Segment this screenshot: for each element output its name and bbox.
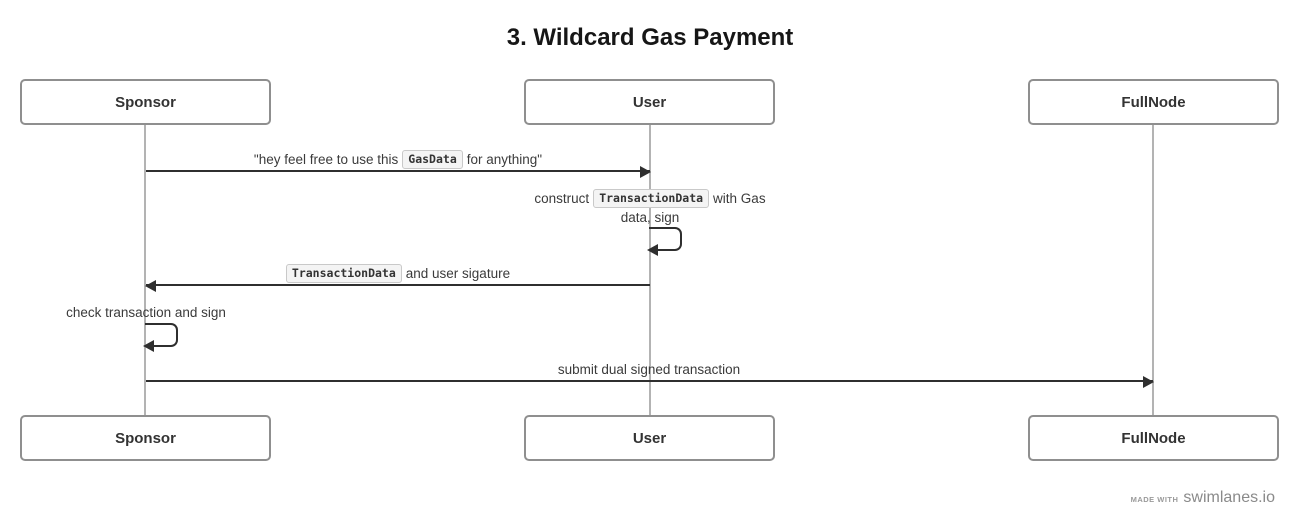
self-loop-sponsor xyxy=(143,323,178,352)
message-text: with Gas xyxy=(713,191,766,206)
message-label-submit-transaction: submit dual signed transaction xyxy=(449,360,849,379)
self-loop-user xyxy=(647,227,682,256)
made-with-label: MADE WITH xyxy=(1130,495,1179,504)
message-label-check-transaction: check transaction and sign xyxy=(16,303,276,322)
actor-box-user-bottom: User xyxy=(524,415,775,461)
swimlanes-brand: swimlanes.io xyxy=(1183,489,1275,506)
arrow-sponsor-to-fullnode xyxy=(146,376,1154,388)
actor-label-user: User xyxy=(632,429,667,447)
lifeline-user xyxy=(649,125,651,415)
code-chip-gasdata: GasData xyxy=(402,150,463,169)
lifeline-sponsor xyxy=(144,125,146,415)
arrowhead-left-icon xyxy=(647,244,658,256)
arrowhead-left-icon xyxy=(143,340,154,352)
message-text: submit dual signed transaction xyxy=(557,362,741,377)
arrow-user-to-sponsor xyxy=(145,280,650,292)
message-text: construct xyxy=(534,191,590,206)
actor-label-sponsor: Sponsor xyxy=(115,429,176,447)
watermark: MADE WITH swimlanes.io xyxy=(1131,489,1275,507)
actor-label-user: User xyxy=(632,93,667,111)
diagram-title: 3. Wildcard Gas Payment xyxy=(506,24,794,51)
arrowhead-right-icon xyxy=(640,166,651,178)
actor-box-fullnode-bottom: FullNode xyxy=(1028,415,1279,461)
message-text: for anything" xyxy=(466,152,543,167)
message-text: check transaction and sign xyxy=(66,305,226,320)
message-text: data, sign xyxy=(620,210,680,225)
actor-label-fullnode: FullNode xyxy=(1121,93,1186,111)
message-text: "hey feel free to use this xyxy=(253,152,399,167)
arrowhead-left-icon xyxy=(145,280,156,292)
code-chip-transactiondata: TransactionData xyxy=(285,264,402,283)
code-chip-transactiondata: TransactionData xyxy=(593,189,710,208)
message-text: and user sigature xyxy=(405,266,511,281)
actor-label-fullnode: FullNode xyxy=(1121,429,1186,447)
actor-box-sponsor-top: Sponsor xyxy=(20,79,271,125)
actor-label-sponsor: Sponsor xyxy=(115,93,176,111)
arrowhead-right-icon xyxy=(1143,376,1154,388)
lifeline-fullnode xyxy=(1152,125,1154,415)
arrow-sponsor-to-user xyxy=(146,166,651,178)
actor-box-sponsor-bottom: Sponsor xyxy=(20,415,271,461)
actor-box-user-top: User xyxy=(524,79,775,125)
actor-box-fullnode-top: FullNode xyxy=(1028,79,1279,125)
